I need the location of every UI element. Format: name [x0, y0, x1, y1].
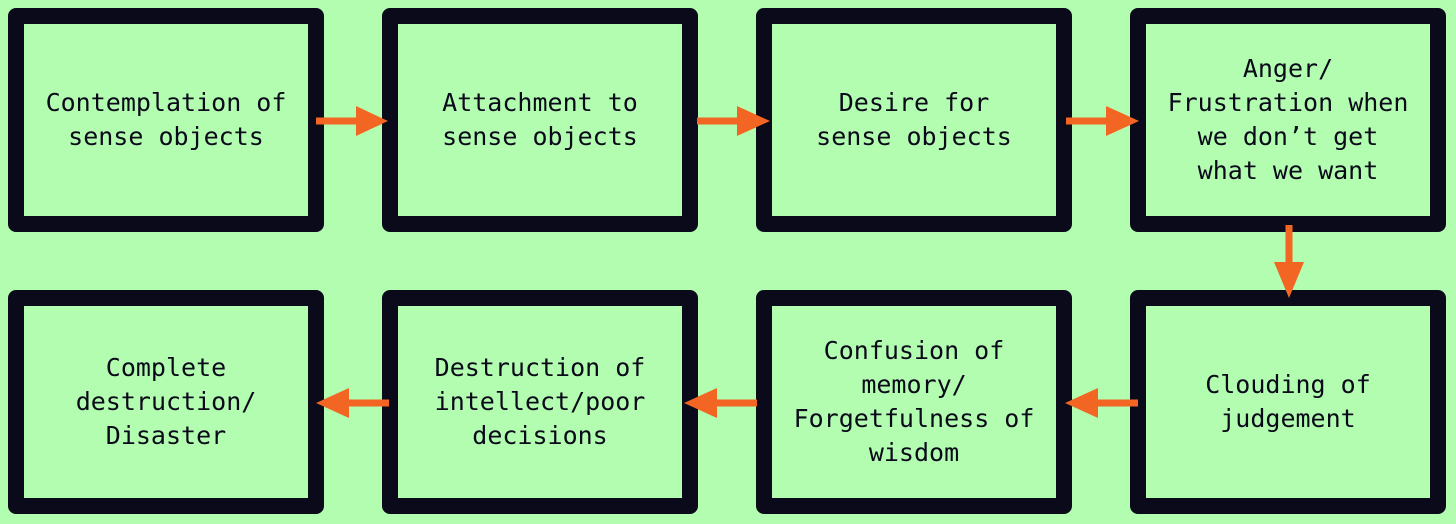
node-anger: Anger/ Frustration when we don’t get wha… [1130, 8, 1446, 232]
node-confusion: Confusion of memory/ Forgetfulness of wi… [756, 290, 1072, 514]
node-label: Destruction of intellect/poor decisions [434, 353, 646, 450]
arrow-desire-to-anger [1066, 106, 1139, 136]
arrow-clouding-to-confusion [1065, 388, 1138, 418]
node-label: Desire for sense objects [816, 88, 1012, 151]
node-destruction-intellect: Destruction of intellect/poor decisions [382, 290, 698, 514]
node-label: Clouding of judgement [1205, 370, 1371, 433]
node-label: Anger/ Frustration when we don’t get wha… [1167, 54, 1409, 185]
node-complete-destruction: Complete destruction/ Disaster [8, 290, 324, 514]
arrow-attachment-to-desire [697, 106, 770, 136]
arrow-confusion-to-destruction-intellect [684, 388, 757, 418]
arrow-destruction-intellect-to-complete [316, 388, 389, 418]
arrow-anger-to-clouding [1274, 225, 1304, 298]
arrow-contemplation-to-attachment [316, 106, 388, 136]
node-desire: Desire for sense objects [756, 8, 1072, 232]
node-label: Complete destruction/ Disaster [75, 353, 257, 450]
node-label: Attachment to sense objects [442, 88, 638, 151]
node-contemplation: Contemplation of sense objects [8, 8, 324, 232]
node-clouding: Clouding of judgement [1130, 290, 1446, 514]
node-label: Confusion of memory/ Forgetfulness of wi… [793, 336, 1035, 467]
node-label: Contemplation of sense objects [45, 88, 287, 151]
node-attachment: Attachment to sense objects [382, 8, 698, 232]
